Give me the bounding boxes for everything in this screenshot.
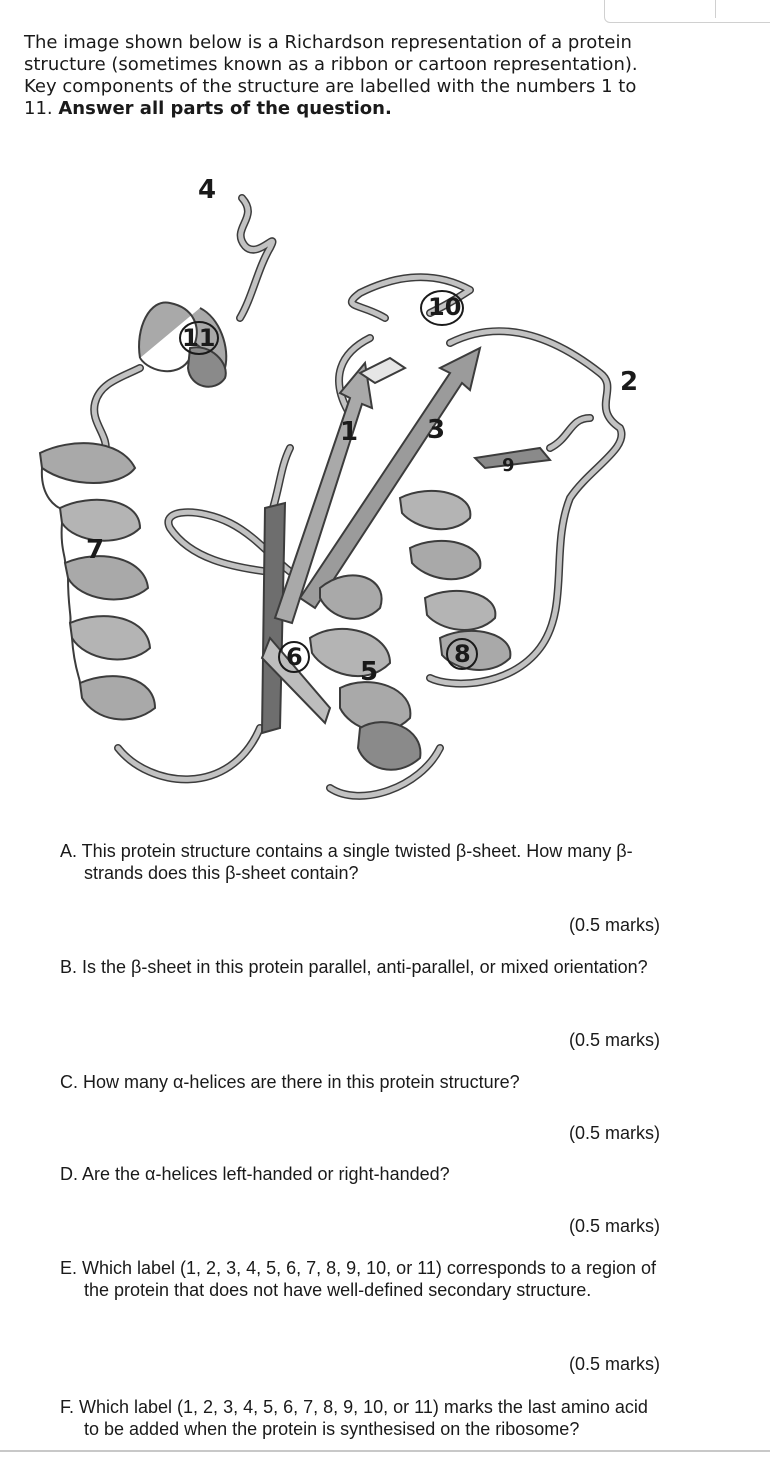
question-a-text: A. This protein structure contains a sin… [60,841,633,883]
question-b-marks: (0.5 marks) [568,1030,660,1050]
intro-text: The image shown below is a Richardson re… [24,32,638,119]
question-d-marks: (0.5 marks) [568,1216,660,1236]
question-f-text: F. Which label (1, 2, 3, 4, 5, 6, 7, 8, … [60,1397,648,1439]
scroll-divider [0,1450,770,1452]
strand-9 [472,446,552,470]
intro-instruction: Answer all parts of the question. [58,98,392,119]
question-b-text: B. Is the β-sheet in this protein parall… [60,957,648,977]
label-2: 2 [620,367,638,397]
label-10: 10 [428,293,461,321]
beta-sheet [260,346,552,735]
strand-1-arrow-tip [358,356,407,385]
question-a-marks: (0.5 marks) [568,915,660,935]
toolbar-divider [715,0,716,18]
label-1: 1 [340,417,358,447]
helix-7 [38,442,157,721]
label-6: 6 [286,643,303,671]
helix-11 [138,301,228,388]
helix-5 [308,574,422,771]
label-11: 11 [182,324,215,352]
strand-1 [273,360,374,625]
question-intro: The image shown below is a Richardson re… [24,32,664,120]
question-f: F. Which label (1, 2, 3, 4, 5, 6, 7, 8, … [60,1396,660,1440]
question-e: E. Which label (1, 2, 3, 4, 5, 6, 7, 8, … [60,1257,660,1301]
question-e-marks: (0.5 marks) [568,1354,660,1374]
question-a: A. This protein structure contains a sin… [60,840,660,884]
question-c-marks: (0.5 marks) [568,1123,660,1143]
label-3: 3 [427,415,445,445]
question-d-text: D. Are the α-helices left-handed or righ… [60,1164,450,1184]
label-7: 7 [86,535,104,565]
top-toolbar [0,0,770,24]
label-5: 5 [360,657,378,687]
question-b: B. Is the β-sheet in this protein parall… [60,956,660,978]
label-8: 8 [454,640,471,668]
question-e-text: E. Which label (1, 2, 3, 4, 5, 6, 7, 8, … [60,1258,656,1300]
question-c: C. How many α-helices are there in this … [60,1071,660,1093]
label-circles [179,290,478,673]
page-cutoff [0,1452,770,1466]
helix-8 [398,490,512,671]
label-9: 9 [502,455,515,476]
toolbar-tab[interactable] [604,0,770,23]
label-4: 4 [198,175,216,205]
question-c-text: C. How many α-helices are there in this … [60,1072,520,1092]
structure-labels: 4 11 10 2 1 3 9 7 6 5 8 [86,175,638,687]
protein-ribbon-figure: 4 11 10 2 1 3 9 7 6 5 8 [38,175,638,800]
strand-3 [298,346,482,610]
question-d: D. Are the α-helices left-handed or righ… [60,1163,660,1185]
